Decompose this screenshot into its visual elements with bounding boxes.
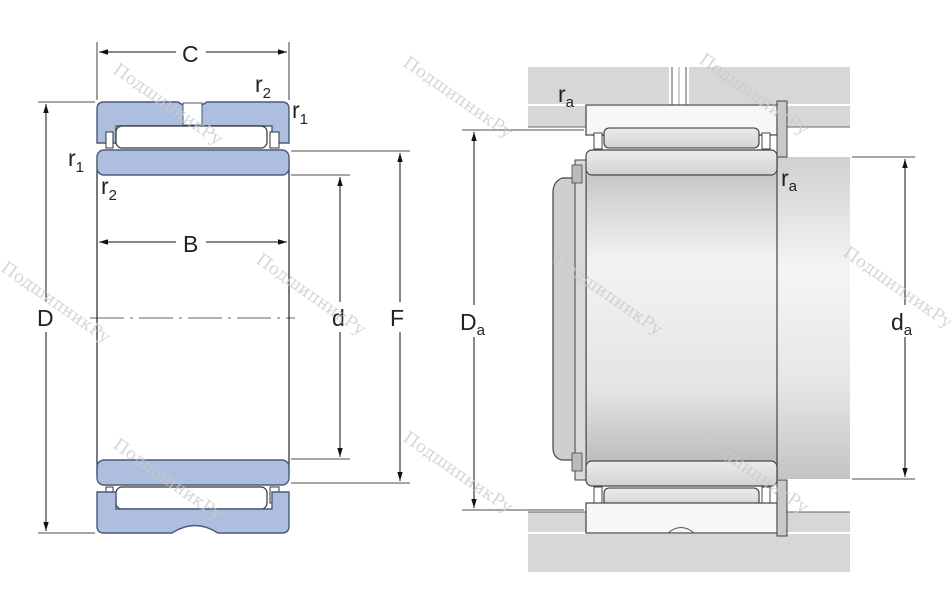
upper-section <box>96 101 290 176</box>
outer-ring-bottom <box>96 491 290 534</box>
label-D: D <box>37 305 54 331</box>
label-r2-top: r2 <box>255 71 271 102</box>
label-d: d <box>332 305 345 331</box>
label-ra-top: ra <box>558 81 575 111</box>
cage-top <box>105 131 280 149</box>
mounting-arrangement-right: Da da ra ra <box>458 67 923 572</box>
snap-ring-top <box>776 100 788 158</box>
inner-ring-top <box>96 149 290 176</box>
watermark-2: ПодшипникРу <box>399 53 516 143</box>
snap-ring-bottom <box>776 479 788 537</box>
label-r1-top: r1 <box>292 97 308 128</box>
label-C: C <box>182 41 199 67</box>
label-r2-left: r2 <box>101 173 117 204</box>
bearing-section-left: C B D d F r2 r1 r1 r2 <box>34 38 412 534</box>
label-B: B <box>183 231 198 257</box>
watermark-5: ПодшипникРу <box>252 250 369 340</box>
label-Da: Da <box>460 309 486 339</box>
lube-hole-top <box>182 102 203 126</box>
inner-ring-bottom <box>96 459 290 486</box>
label-F: F <box>390 305 404 331</box>
label-r1-left: r1 <box>68 145 84 176</box>
roller-top <box>115 125 268 149</box>
lower-section <box>96 459 290 534</box>
watermark-9: ПодшипникРу <box>399 428 516 518</box>
label-ra-right: ra <box>781 165 798 195</box>
inner-ring-bore <box>586 175 777 461</box>
label-da: da <box>891 309 913 339</box>
mounted-bearing-bottom <box>585 460 778 534</box>
mounted-bearing-top <box>585 104 778 176</box>
